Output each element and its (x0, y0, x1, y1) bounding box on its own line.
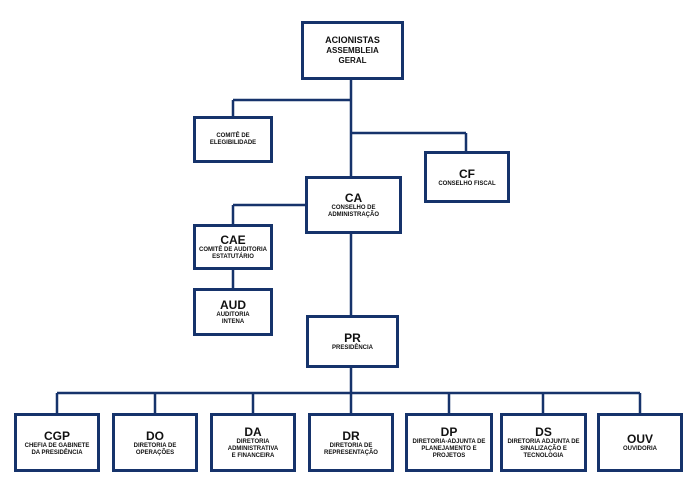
node-aud: AUD AUDITORIA INTENA (193, 288, 273, 336)
node-pr: PR PRESIDÊNCIA (306, 315, 399, 368)
node-do: DO DIRETORIA DE OPERAÇÕES (112, 413, 198, 472)
node-acionistas: ACIONISTAS ASSEMBLEIA GERAL (301, 21, 404, 80)
node-abbr: PR (344, 331, 361, 345)
node-dr: DR DIRETORIA DE REPRESENTAÇÃO (308, 413, 394, 472)
node-da: DA DIRETORIA ADMINISTRATIVA E FINANCEIRA (210, 413, 296, 472)
node-abbr: ACIONISTAS (325, 35, 380, 45)
node-abbr: DR (342, 428, 360, 443)
node-full: PRESIDÊNCIA (331, 345, 373, 351)
node-abbr: OUV (626, 432, 653, 446)
node-abbr: CA (344, 191, 363, 205)
node-full: DIRETORIA DE OPERAÇÕES (133, 442, 177, 456)
node-full: AUDITORIA INTENA (216, 312, 250, 325)
node-abbr: CF (459, 166, 475, 181)
node-ca: CA CONSELHO DE ADMINISTRAÇÃO (305, 176, 402, 234)
node-full: COMITÊ DE AUDITORIA ESTATUTÁRIO (198, 247, 267, 260)
node-abbr: DS (535, 425, 552, 439)
node-abbr: DO (146, 428, 164, 443)
node-full: CONSELHO DE ADMINISTRAÇÃO (328, 205, 379, 218)
node-full: OUVIDORIA (622, 446, 657, 452)
node-cgp: CGP CHEFIA DE GABINETE DA PRESIDÊNCIA (14, 413, 100, 472)
node-abbr: CAE (220, 233, 246, 247)
node-full: DIRETORIA ADMINISTRATIVA E FINANCEIRA (227, 439, 279, 459)
node-cf: CF CONSELHO FISCAL (424, 151, 510, 203)
node-full: COMITÊ DE ELEGIBILIDADE (209, 132, 257, 146)
node-full: DIRETORIA-ADJUNTA DE PLANEJAMENTO E PROJ… (412, 439, 486, 459)
node-abbr: DA (244, 425, 262, 439)
node-full: CONSELHO FISCAL (438, 180, 496, 187)
node-full: CHEFIA DE GABINETE DA PRESIDÊNCIA (24, 442, 90, 456)
node-abbr: AUD (220, 298, 246, 312)
node-cae: CAE COMITÊ DE AUDITORIA ESTATUTÁRIO (193, 224, 273, 270)
node-full: DIRETORIA DE REPRESENTAÇÃO (324, 442, 378, 456)
node-comite-elegibilidade: COMITÊ DE ELEGIBILIDADE (193, 116, 273, 163)
node-full: DIRETORIA ADJUNTA DE SINALIZAÇÃO E TECNO… (507, 439, 580, 459)
node-ds: DS DIRETORIA ADJUNTA DE SINALIZAÇÃO E TE… (500, 413, 587, 472)
node-abbr: CGP (43, 428, 70, 443)
node-dp: DP DIRETORIA-ADJUNTA DE PLANEJAMENTO E P… (405, 413, 493, 472)
node-abbr: DP (440, 425, 458, 439)
node-full: ASSEMBLEIA GERAL (326, 46, 379, 65)
node-ouv: OUV OUVIDORIA (597, 413, 683, 472)
